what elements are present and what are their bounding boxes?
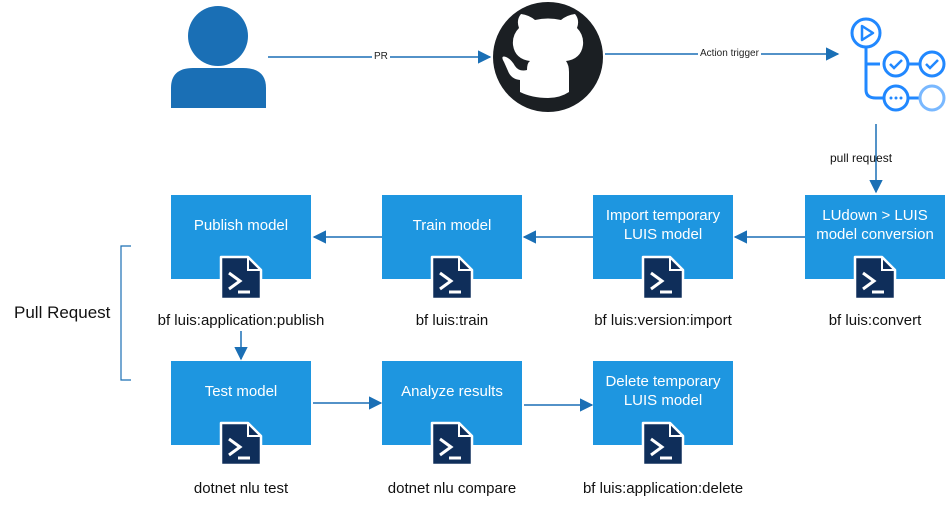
user-icon [171, 6, 266, 108]
edge-label-action-trigger: Action trigger [698, 48, 761, 60]
step-title: Analyze results [401, 382, 503, 400]
step-delete-temporary-model: Delete temporary LUIS model [593, 361, 733, 467]
step-title: Test model [204, 382, 278, 400]
edge-label-pull-request: pull request [830, 151, 893, 165]
step-title: Delete temporary LUIS model [605, 373, 721, 409]
github-actions-icon [850, 17, 946, 112]
powershell-icon [641, 421, 685, 467]
command-label-delete: bf luis:application:delete [582, 480, 744, 497]
powershell-icon [219, 421, 263, 467]
step-publish-model: Publish model [171, 195, 311, 301]
step-import-temporary-model: Import temporary LUIS model [593, 195, 733, 301]
edge-label-pr: PR [372, 51, 390, 63]
powershell-icon [219, 255, 263, 301]
step-title: LUdown > LUIS model conversion [816, 207, 934, 243]
step-title: Publish model [193, 216, 289, 234]
command-label-test: dotnet nlu test [193, 480, 289, 497]
step-train-model: Train model [382, 195, 522, 301]
powershell-icon [430, 421, 474, 467]
step-title: Train model [412, 216, 492, 234]
step-analyze-results: Analyze results [382, 361, 522, 467]
step-ludown-conversion: LUdown > LUIS model conversion [805, 195, 945, 301]
powershell-icon [853, 255, 897, 301]
powershell-icon [430, 255, 474, 301]
command-label-train: bf luis:train [415, 312, 489, 329]
pull-request-bracket [120, 245, 131, 381]
powershell-icon [641, 255, 685, 301]
step-title: Import temporary LUIS model [605, 207, 721, 243]
command-label-publish: bf luis:application:publish [157, 312, 325, 329]
command-label-convert: bf luis:convert [828, 312, 922, 329]
pull-request-group-label: Pull Request [14, 303, 111, 322]
github-icon [493, 2, 603, 112]
command-label-compare: dotnet nlu compare [387, 480, 517, 497]
command-label-import: bf luis:version:import [594, 312, 732, 329]
step-test-model: Test model [171, 361, 311, 467]
